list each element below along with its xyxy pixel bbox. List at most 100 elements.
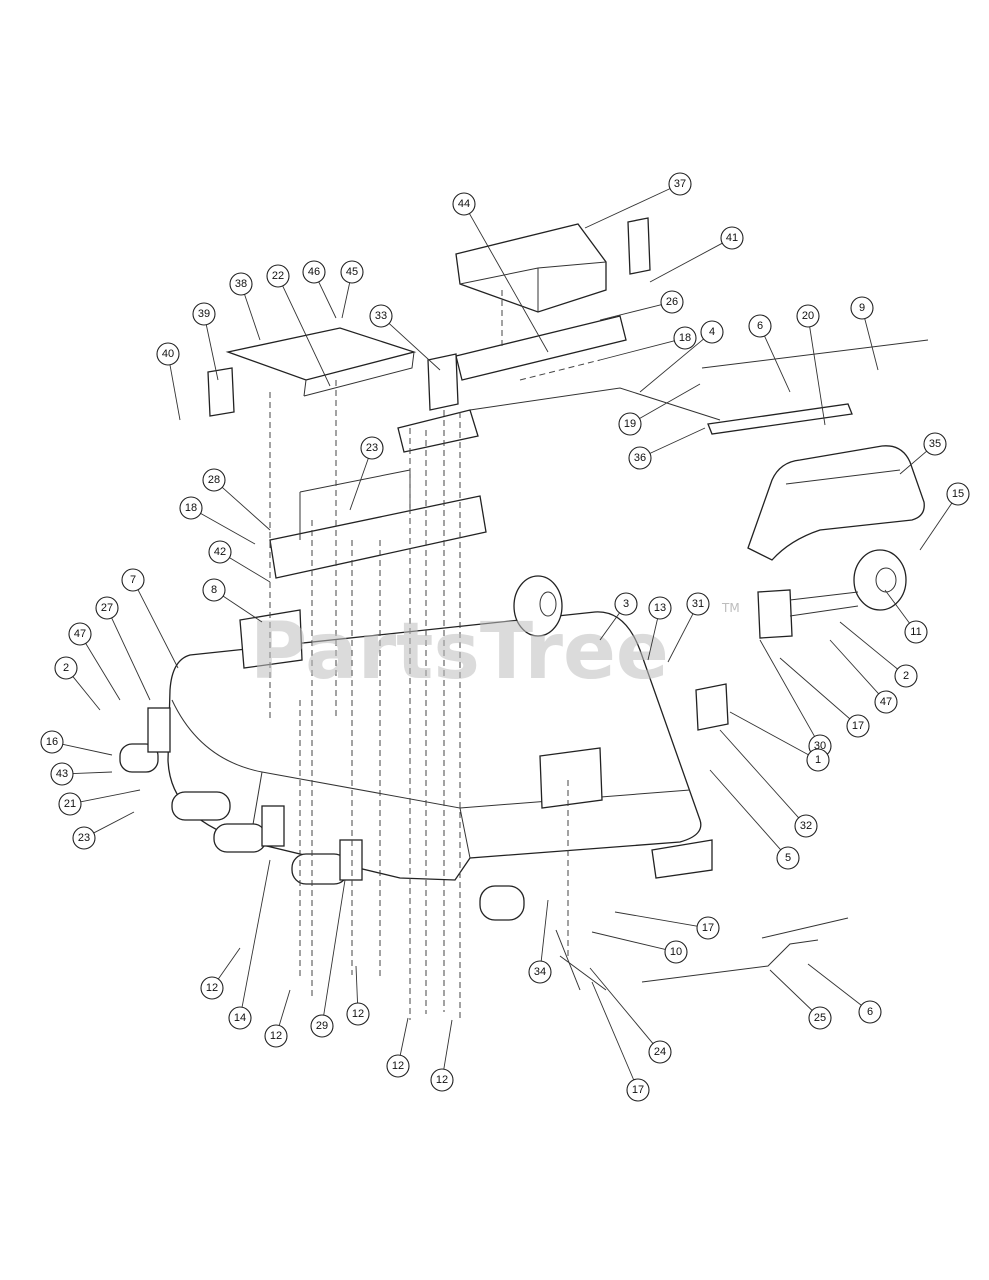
callout-circle xyxy=(68,622,92,646)
callout-circle xyxy=(72,826,96,850)
callout-circle xyxy=(720,226,744,250)
callout-leader-line xyxy=(614,911,698,927)
callout-circle xyxy=(700,320,724,344)
callout-13: 13 xyxy=(647,596,672,661)
callout-circle xyxy=(340,260,364,284)
callout-circle xyxy=(626,1078,650,1102)
callout-leader-line xyxy=(769,969,813,1011)
callout-circle xyxy=(808,1006,832,1030)
callout-circle xyxy=(202,578,226,602)
callout-number: 45 xyxy=(346,266,358,278)
callout-number: 6 xyxy=(867,1006,873,1018)
callout-number: 15 xyxy=(952,488,964,500)
callout-37: 37 xyxy=(584,172,692,229)
callout-number: 23 xyxy=(78,832,90,844)
callout-circle xyxy=(346,1002,370,1026)
callout-17: 17 xyxy=(779,657,870,738)
callout-number: 12 xyxy=(270,1030,282,1042)
callout-number: 1 xyxy=(815,754,821,766)
callout-number: 40 xyxy=(162,348,174,360)
callout-circle xyxy=(673,326,697,350)
callout-circle xyxy=(923,432,947,456)
callout-46: 46 xyxy=(302,260,337,319)
callout-number: 33 xyxy=(375,310,387,322)
callout-number: 14 xyxy=(234,1012,246,1024)
callout-36: 36 xyxy=(628,427,706,470)
callout-31: 31 xyxy=(667,592,710,663)
callout-leader-line xyxy=(667,613,694,663)
belt-cover xyxy=(747,445,925,561)
callout-number: 19 xyxy=(624,418,636,430)
watermark: PartsTree TM xyxy=(250,601,740,697)
callout-12: 12 xyxy=(346,965,370,1026)
callout-42: 42 xyxy=(208,540,271,583)
callout-number: 39 xyxy=(198,308,210,320)
callout-number: 24 xyxy=(654,1046,666,1058)
callout-12: 12 xyxy=(386,1017,410,1078)
callout-number: 22 xyxy=(272,270,284,282)
callout-number: 46 xyxy=(308,266,320,278)
callout-circle xyxy=(776,846,800,870)
callout-18: 18 xyxy=(599,326,697,361)
callout-leader-line xyxy=(355,965,358,1004)
callout-number: 12 xyxy=(436,1074,448,1086)
watermark-text: PartsTree xyxy=(250,607,669,697)
callout-leader-line xyxy=(323,879,346,1016)
callout-number: 34 xyxy=(534,966,546,978)
callout-15: 15 xyxy=(919,482,970,551)
callout-leader-line xyxy=(729,711,809,756)
callout-circle xyxy=(58,792,82,816)
callout-leader-line xyxy=(779,657,851,720)
callout-circle xyxy=(796,304,820,328)
callout-leader-line xyxy=(244,294,261,341)
callout-circle xyxy=(614,592,638,616)
callout-leader-line xyxy=(221,486,271,531)
top-plate xyxy=(225,327,417,397)
callout-leader-line xyxy=(200,513,256,545)
callout-17: 17 xyxy=(614,911,720,940)
callout-circle xyxy=(192,302,216,326)
callout-circle xyxy=(369,304,393,328)
callout-number: 41 xyxy=(726,232,738,244)
assembly-lines xyxy=(269,290,601,1022)
callout-circle xyxy=(660,290,684,314)
mounting-brackets xyxy=(207,217,853,879)
callout-leader-line xyxy=(62,743,113,756)
callout-16: 16 xyxy=(40,730,113,756)
callout-circle xyxy=(310,1014,334,1038)
callout-circle xyxy=(664,940,688,964)
callout-26: 26 xyxy=(599,290,684,321)
callout-circle xyxy=(156,342,180,366)
callout-leader-line xyxy=(591,931,666,950)
callout-number: 7 xyxy=(130,574,136,586)
callout-number: 18 xyxy=(185,502,197,514)
callout-30: 30 xyxy=(759,639,832,758)
callout-6: 6 xyxy=(807,963,882,1024)
callout-number: 42 xyxy=(214,546,226,558)
callout-11: 11 xyxy=(884,589,928,644)
callout-circle xyxy=(858,1000,882,1024)
callout-leader-line xyxy=(599,304,662,321)
callout-10: 10 xyxy=(591,931,688,964)
callout-circle xyxy=(628,446,652,470)
callout-leader-line xyxy=(884,589,910,624)
callout-leader-line xyxy=(282,285,331,387)
callout-leader-line xyxy=(241,859,271,1008)
callout-number: 47 xyxy=(74,628,86,640)
callout-29: 29 xyxy=(310,879,346,1038)
callout-number: 23 xyxy=(366,442,378,454)
callout-number: 13 xyxy=(654,602,666,614)
linkage-rods xyxy=(555,339,929,991)
callout-7: 7 xyxy=(121,568,179,669)
callout-2: 2 xyxy=(839,621,918,688)
callout-28: 28 xyxy=(202,468,271,531)
callout-circle xyxy=(50,762,74,786)
callout-38: 38 xyxy=(229,272,261,341)
callout-circle xyxy=(696,916,720,940)
callout-circle xyxy=(946,482,970,506)
callout-circle xyxy=(894,664,918,688)
callout-leader-line xyxy=(649,242,723,283)
callout-number: 11 xyxy=(910,626,921,638)
callout-circle xyxy=(452,192,476,216)
